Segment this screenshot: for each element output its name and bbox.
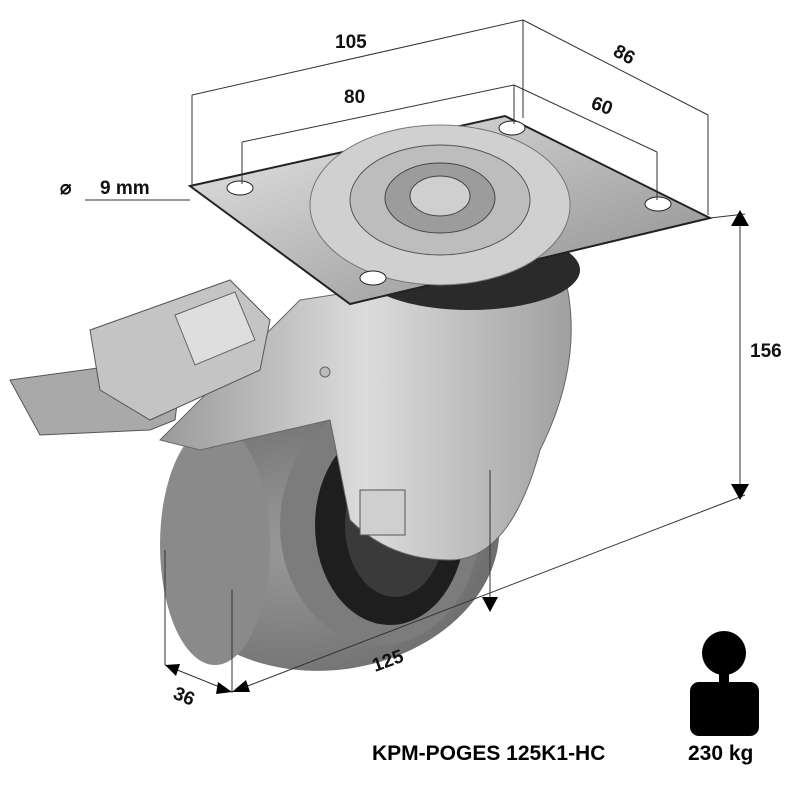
dim-plate-width: 86 xyxy=(610,41,639,69)
dim-hole-spacing-length: 80 xyxy=(344,87,365,108)
top-plate xyxy=(187,114,713,306)
weight-person-icon xyxy=(690,631,759,736)
mount-hole xyxy=(644,196,672,212)
dim-wheel-width: 36 xyxy=(170,683,197,710)
diameter-symbol: ⌀ xyxy=(60,178,72,199)
load-capacity: 230 kg xyxy=(688,742,754,765)
fork xyxy=(159,259,572,561)
mount-hole xyxy=(359,270,387,286)
product-model: KPM-POGES 125K1-HC xyxy=(372,742,606,765)
mount-hole xyxy=(498,120,526,136)
dim-height: 156 xyxy=(750,341,782,362)
mount-hole xyxy=(226,180,254,196)
brake-pedal xyxy=(9,279,271,436)
dimension-arrows xyxy=(165,210,749,694)
dim-hole-spacing-width: 60 xyxy=(588,93,615,120)
dim-hole-diameter: 9 mm xyxy=(100,178,150,199)
dimension-lines xyxy=(85,19,746,693)
dim-plate-length: 105 xyxy=(335,32,367,53)
